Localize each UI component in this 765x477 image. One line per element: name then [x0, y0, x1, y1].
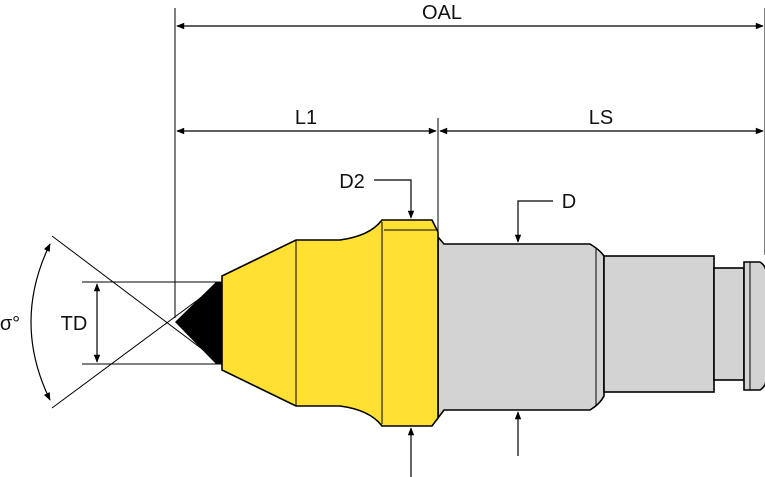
- oal-label: OAL: [422, 2, 462, 24]
- shank-main-body: [437, 234, 605, 421]
- extension-lines: [51, 8, 765, 409]
- l1-label: L1: [295, 107, 317, 129]
- shank: [437, 234, 765, 421]
- dimension-angle: [30, 243, 51, 401]
- d2-label: D2: [339, 171, 365, 193]
- td-label: TD: [61, 313, 88, 335]
- carbide-tip: [175, 282, 222, 364]
- dimension-d: [514, 200, 553, 456]
- angle-label: σ°: [0, 313, 20, 335]
- dimension-d2: [374, 179, 415, 477]
- body: [221, 219, 439, 427]
- d-label: D: [562, 191, 576, 213]
- shank-groove: [713, 267, 745, 381]
- ls-label: LS: [589, 107, 613, 129]
- shank-end: [743, 261, 765, 391]
- yellow-body: [221, 219, 439, 427]
- shank-reduced-section: [603, 255, 715, 393]
